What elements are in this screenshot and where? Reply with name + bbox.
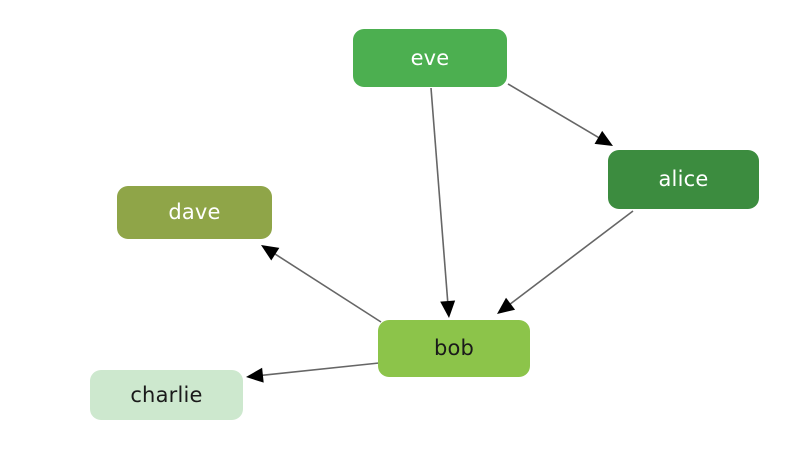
edge-line-bob-dave <box>273 252 382 323</box>
graph-node-charlie[interactable]: charlie <box>90 370 243 420</box>
graph-node-label-dave: dave <box>168 200 221 224</box>
graph-node-label-alice: alice <box>658 167 709 191</box>
edge-line-eve-bob <box>430 87 449 304</box>
edge-line-eve-alice <box>507 83 601 140</box>
edge-arrowhead-eve-bob <box>440 300 456 318</box>
graph-node-label-eve: eve <box>410 45 450 70</box>
edge-line-bob-charlie <box>260 362 380 377</box>
graph-node-label-bob: bob <box>433 336 475 360</box>
edge-arrowhead-bob-dave <box>261 245 280 261</box>
graph-node-dave[interactable]: dave <box>117 186 272 239</box>
edges-group <box>246 83 634 383</box>
graph-node-bob[interactable]: bob <box>378 320 530 377</box>
graph-node-label-charlie: charlie <box>130 382 203 407</box>
edge-arrowhead-bob-charlie <box>246 367 264 383</box>
edge-arrowhead-alice-bob <box>497 297 516 314</box>
graph-node-alice[interactable]: alice <box>608 150 759 209</box>
edge-arrowhead-eve-alice <box>594 130 613 146</box>
edge-line-alice-bob <box>508 210 634 306</box>
graph-node-eve[interactable]: eve <box>353 29 507 87</box>
